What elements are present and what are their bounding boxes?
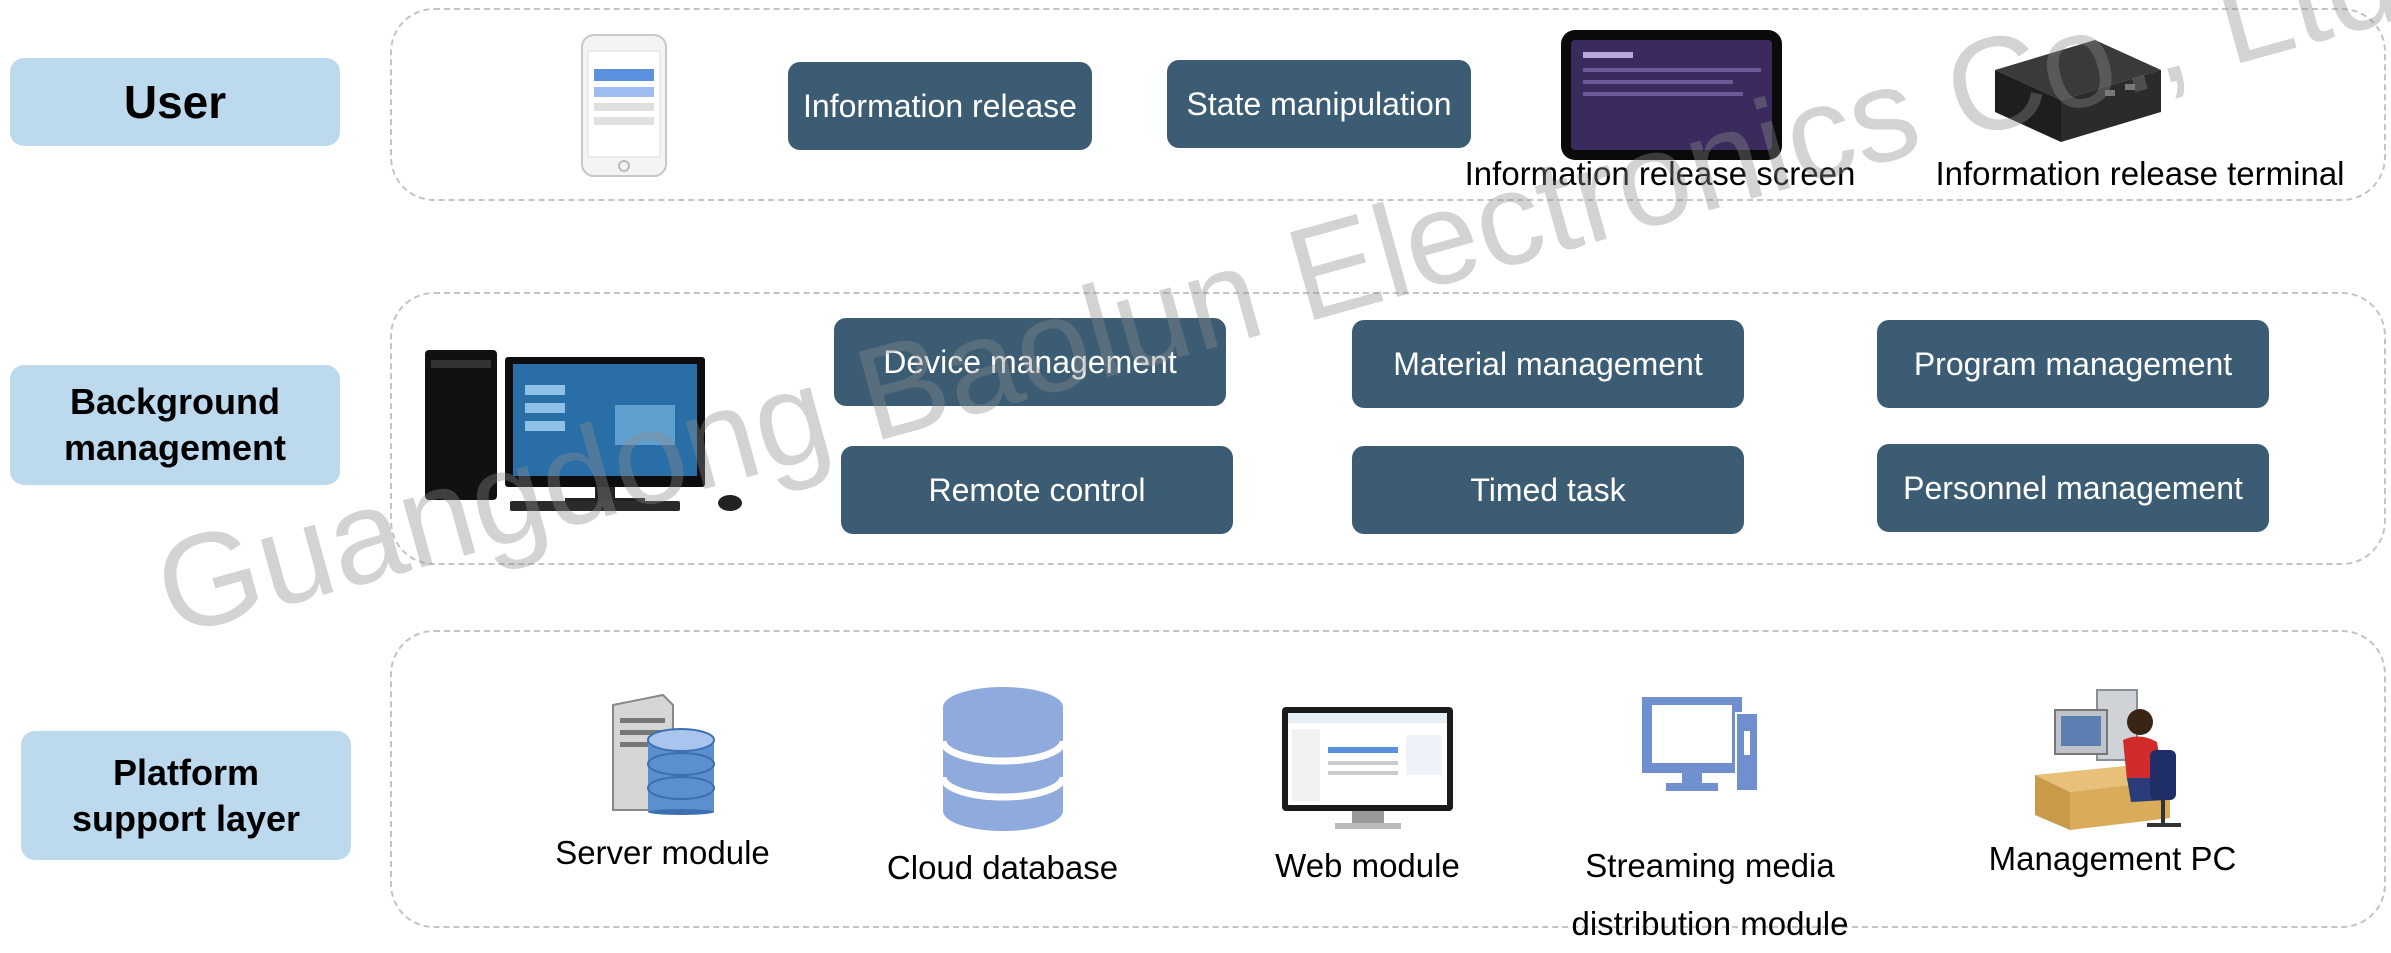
server-module-caption: Server module — [555, 834, 770, 871]
information-release-button[interactable]: Information release — [788, 62, 1092, 150]
personnel-management-box: Personnel management — [1877, 444, 2269, 532]
cloud-database-icon — [939, 687, 1067, 831]
layer-label-user: User — [10, 58, 340, 146]
user-panel — [390, 8, 2386, 201]
display-screen-icon — [1561, 30, 1782, 160]
information-release-screen-caption: Information release screen — [1464, 155, 1856, 192]
program-management-box: Program management — [1877, 320, 2269, 408]
management-pc-icon — [2035, 689, 2181, 830]
terminal-box-icon — [1995, 40, 2161, 142]
platform-panel — [390, 630, 2386, 928]
device-management-box: Device management — [834, 318, 1226, 406]
streaming-media-module-caption: Streaming media distribution module — [1571, 847, 1849, 942]
management-pc-caption: Management PC — [1988, 840, 2237, 877]
smartphone-icon — [581, 34, 667, 177]
desktop-computer-icon — [425, 350, 742, 511]
material-management-box: Material management — [1352, 320, 1744, 408]
timed-task-box: Timed task — [1352, 446, 1744, 534]
server-database-icon — [612, 693, 715, 815]
web-module-caption: Web module — [1275, 847, 1460, 884]
streaming-computer-icon — [1642, 697, 1759, 792]
cloud-database-caption: Cloud database — [886, 849, 1119, 886]
information-release-terminal-caption: Information release terminal — [1935, 155, 2345, 192]
state-manipulation-button[interactable]: State manipulation — [1167, 60, 1471, 148]
layer-label-background: Background management — [10, 365, 340, 485]
layer-label-platform: Platform support layer — [21, 731, 351, 860]
web-monitor-icon — [1282, 707, 1453, 829]
remote-control-box: Remote control — [841, 446, 1233, 534]
background-panel — [390, 292, 2386, 565]
